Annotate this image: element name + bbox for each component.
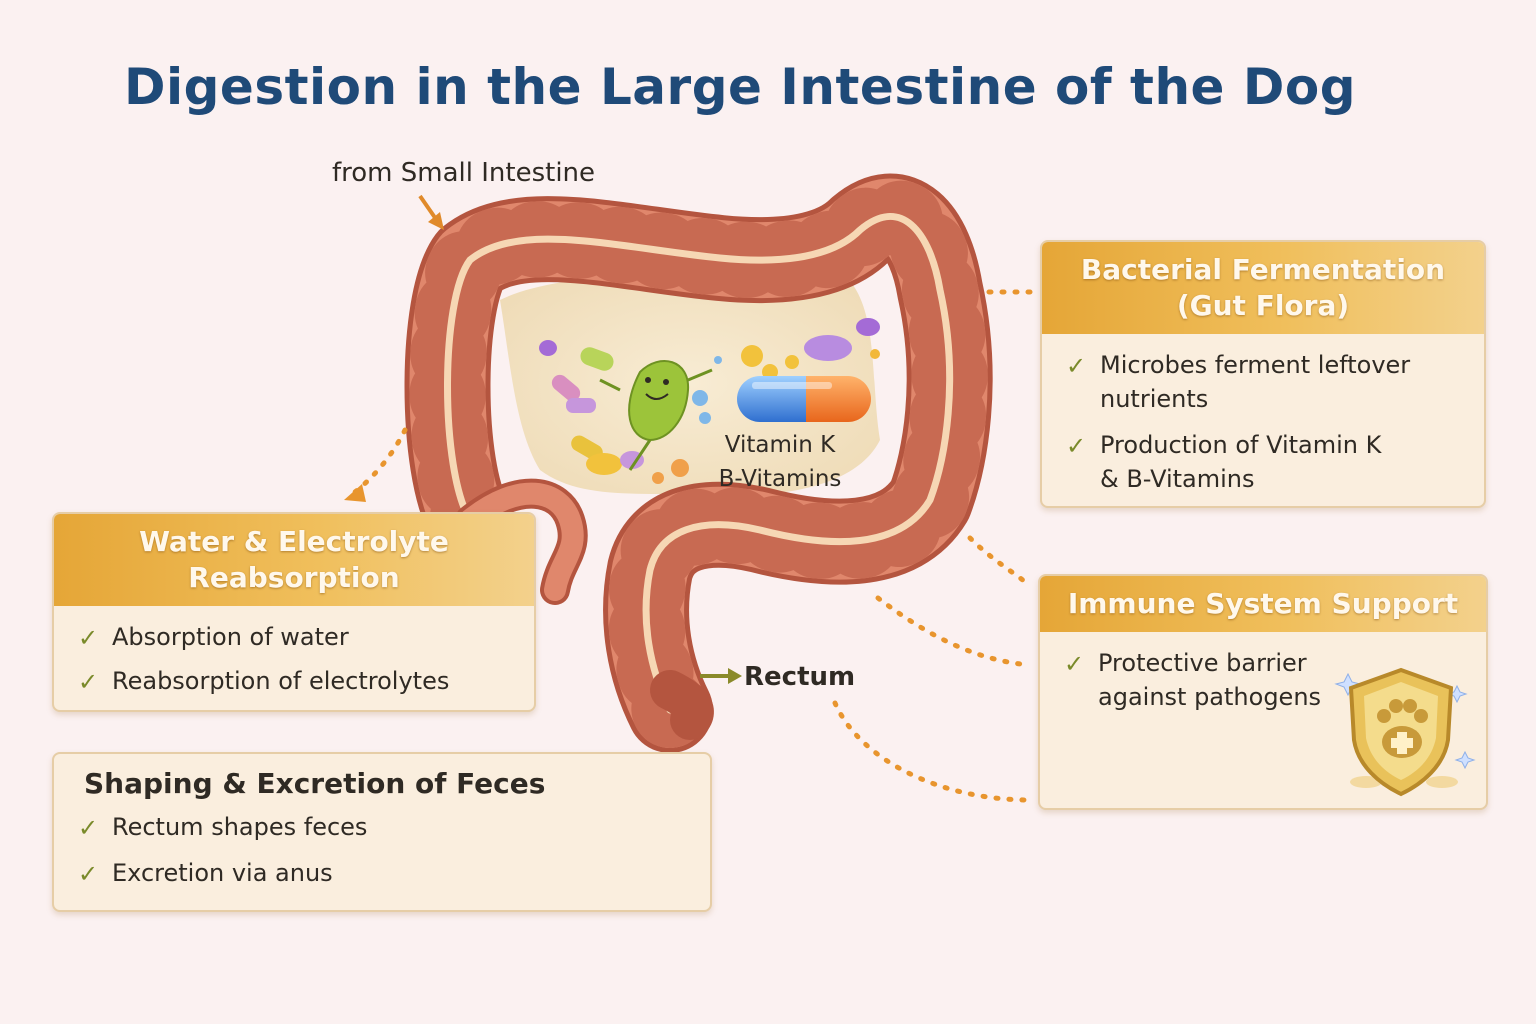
list-item: ✓Rectum shapes feces [78,810,690,844]
checkmark-icon: ✓ [78,668,99,696]
vitamin-capsule-icon [737,376,871,422]
list-item: ✓ Protective barrier against pathogens [1064,649,1322,711]
card-title: Immune System Support [1040,576,1486,632]
feces-excretion-card: Shaping & Excretion of Feces ✓Rectum sha… [52,752,712,912]
card-title: Water & Electrolyte Reabsorption [54,514,534,606]
list-item: ✓Absorption of water [78,620,514,654]
b-vitamins-label: B-Vitamins [718,466,842,492]
colon [404,173,993,753]
checkmark-icon: ✓ [1064,650,1085,678]
connectors [352,289,1033,803]
bacterial-fermentation-card: Bacterial Fermentation (Gut Flora) ✓ Mic… [1040,240,1486,508]
checkmark-icon: ✓ [1066,432,1087,460]
vitamin-label: Vitamin K B-Vitamins [700,428,860,496]
list-item: ✓ Microbes ferment leftover nutrients [1066,351,1411,413]
rectum-label: Rectum [744,662,856,692]
checkmark-icon: ✓ [78,624,99,652]
vitamin-k-label: Vitamin K [724,432,836,458]
checkmark-icon: ✓ [78,814,99,842]
checkmark-icon: ✓ [1066,352,1087,380]
list-item: ✓Excretion via anus [78,856,690,890]
paw-shield-icon [1334,667,1476,797]
card-title: Shaping & Excretion of Feces [84,767,546,800]
checkmark-icon: ✓ [78,860,99,888]
from-small-intestine-label: from Small Intestine [332,158,596,188]
intestine-lumen [500,271,880,496]
immune-support-card: Immune System Support ✓ Protective barri… [1038,574,1488,810]
list-item: ✓Reabsorption of electrolytes [78,664,514,698]
water-arrow-head [344,484,366,502]
card-title: Bacterial Fermentation (Gut Flora) [1042,242,1484,334]
list-item: ✓ Production of Vitamin K & B-Vitamins [1066,431,1382,493]
bacterium-icon [599,360,713,471]
water-reabsorption-card: Water & Electrolyte Reabsorption ✓Absorp… [52,512,536,712]
page-title: Digestion in the Large Intestine of the … [123,58,1357,116]
